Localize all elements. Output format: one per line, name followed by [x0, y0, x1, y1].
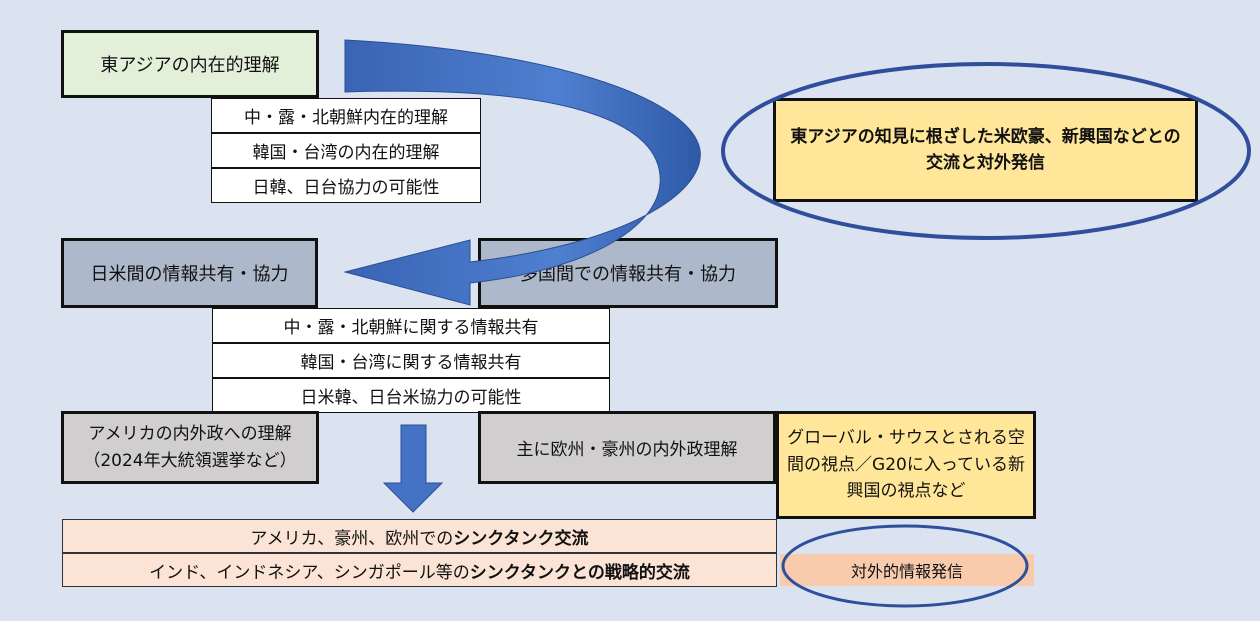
america-policy-box: アメリカの内外政への理解 （2024年大統領選挙など） [61, 411, 319, 484]
top-sublist-item-3: 日韓、日台協力の可能性 [211, 168, 481, 203]
top-sublist-item-1: 中・露・北朝鮮内在的理解 [211, 98, 481, 133]
top-sublist-label-1: 中・露・北朝鮮内在的理解 [244, 108, 448, 128]
top-sublist-item-2: 韓国・台湾の内在的理解 [211, 133, 481, 168]
global-south-label: グローバル・サウスとされる空間の視点／G20に入っている新興国の視点など [787, 428, 1025, 502]
multilateral-sharing-box: 多国間での情報共有・協力 [478, 238, 778, 308]
think-tank-exchange-row: アメリカ、豪州、欧州でのシンクタンク交流 [62, 519, 777, 553]
east-asia-understanding-label: 東アジアの内在的理解 [100, 55, 280, 76]
strategic-exchange-prefix: インド、インドネシア、シンガポール等の [149, 562, 470, 583]
middle-sublist-label-3: 日米韓、日台米協力の可能性 [300, 388, 522, 408]
east-asia-understanding-box: 東アジアの内在的理解 [61, 30, 319, 98]
japan-us-sharing-label: 日米間の情報共有・協力 [90, 264, 289, 285]
multilateral-sharing-label: 多国間での情報共有・協力 [520, 264, 736, 285]
think-tank-exchange-prefix: アメリカ、豪州、欧州での [250, 528, 454, 549]
middle-sublist-label-2: 韓国・台湾に関する情報共有 [300, 353, 522, 373]
global-exchange-label: 東アジアの知見に根ざした米欧豪、新興国などとの交流と対外発信 [790, 126, 1181, 173]
global-south-box: グローバル・サウスとされる空間の視点／G20に入っている新興国の視点など [776, 411, 1036, 519]
europe-policy-box: 主に欧州・豪州の内外政理解 [478, 411, 776, 484]
think-tank-exchange-emphasis: シンクタンク交流 [453, 528, 589, 549]
middle-sublist-item-3: 日米韓、日台米協力の可能性 [212, 378, 610, 413]
strategic-exchange-emphasis: シンクタンクとの戦略的交流 [469, 562, 690, 583]
america-policy-line-2: （2024年大統領選挙など） [83, 450, 297, 471]
japan-us-sharing-box: 日米間の情報共有・協力 [61, 238, 318, 308]
middle-sublist-label-1: 中・露・北朝鮮に関する情報共有 [283, 318, 539, 338]
strategic-exchange-row: インド、インドネシア、シンガポール等のシンクタンクとの戦略的交流 [62, 553, 777, 587]
top-sublist-label-2: 韓国・台湾の内在的理解 [252, 143, 440, 163]
middle-sublist-item-1: 中・露・北朝鮮に関する情報共有 [212, 308, 610, 343]
down-flow-arrow [382, 424, 444, 513]
america-policy-line-1: アメリカの内外政への理解 [88, 424, 292, 445]
global-exchange-box: 東アジアの知見に根ざした米欧豪、新興国などとの交流と対外発信 [773, 98, 1198, 202]
middle-sublist-item-2: 韓国・台湾に関する情報共有 [212, 343, 610, 378]
outreach-box: 対外的情報発信 [780, 554, 1034, 586]
outreach-label: 対外的情報発信 [850, 562, 963, 581]
top-sublist-label-3: 日韓、日台協力の可能性 [252, 178, 440, 198]
europe-policy-label: 主に欧州・豪州の内外政理解 [516, 440, 738, 460]
